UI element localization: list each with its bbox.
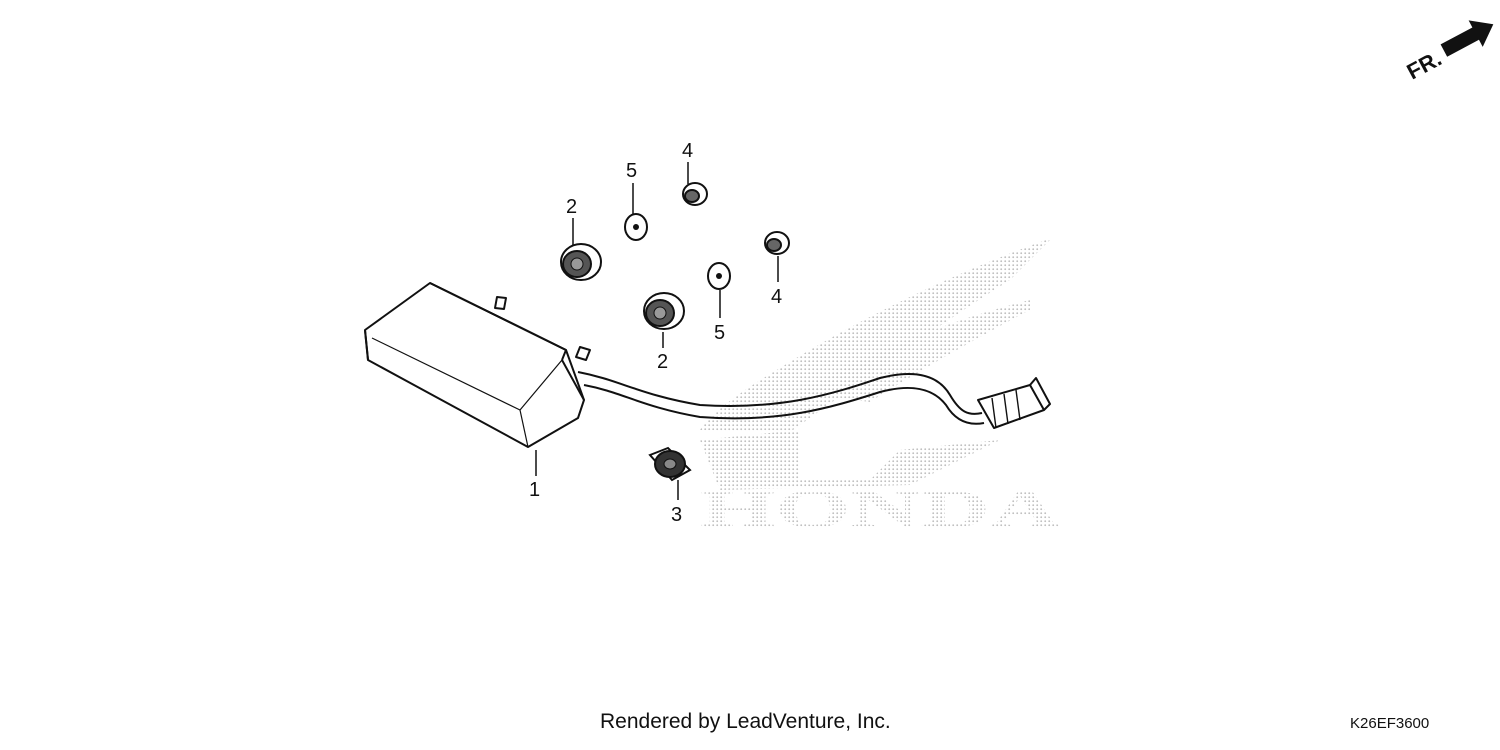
front-direction-indicator: FR.	[1403, 20, 1494, 85]
honda-wing-watermark: HONDA	[700, 238, 1060, 539]
part-4-collar	[764, 231, 790, 255]
callout-part-4: 4	[682, 140, 693, 162]
callout-part-4: 4	[771, 286, 782, 308]
callout-part-5: 5	[714, 322, 725, 344]
footer-credit: Rendered by LeadVenture, Inc.	[600, 710, 891, 733]
callout-part-5: 5	[626, 160, 637, 182]
front-arrow-icon	[1440, 20, 1494, 57]
part-5-washer	[624, 213, 648, 241]
part-4-collar	[682, 182, 708, 206]
part-5-washer	[707, 262, 731, 290]
diagram-code: K26EF3600	[1350, 715, 1430, 732]
part-3-clip	[648, 446, 692, 482]
callout-part-1: 1	[529, 479, 540, 501]
part-2-grommet	[560, 243, 602, 281]
part-2-grommet	[643, 292, 685, 330]
callout-part-2: 2	[657, 351, 668, 373]
callout-part-2: 2	[566, 196, 577, 218]
wire-harness	[577, 371, 985, 425]
wire-connector	[977, 377, 1051, 429]
watermark-text: HONDA	[700, 479, 1060, 539]
front-direction-label: FR.	[1403, 46, 1446, 85]
leader-lines	[535, 162, 779, 500]
callout-part-3: 3	[671, 504, 682, 526]
part-1-tail-light	[364, 282, 591, 448]
